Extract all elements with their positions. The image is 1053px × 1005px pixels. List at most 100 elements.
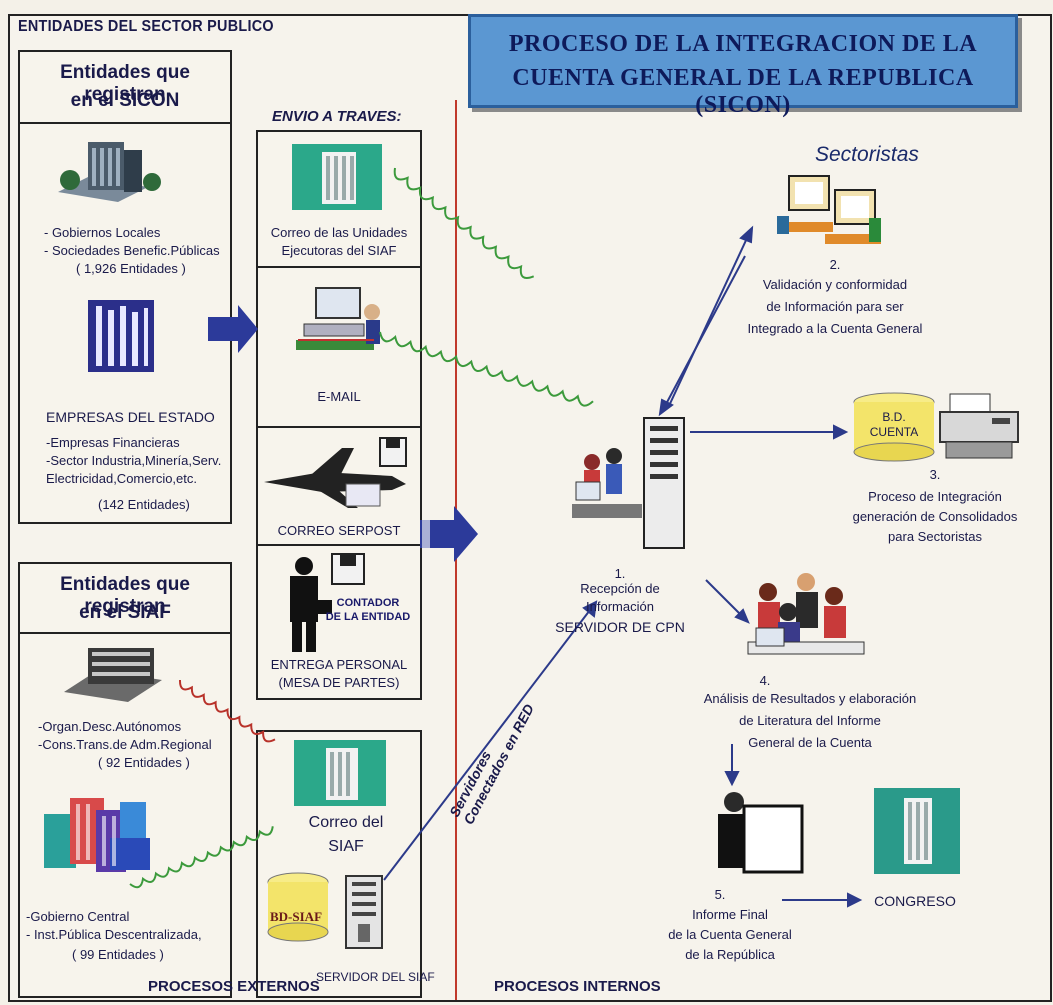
congreso-label: CONGRESO <box>874 893 956 909</box>
correo-siaf-label-line1: Correo del <box>308 814 384 831</box>
siaf-group1-line1: -Organ.Desc.Autónomos <box>38 719 182 734</box>
siaf-group2-count: ( 99 Entidades ) <box>72 947 164 962</box>
airplane-and-diskette-icon <box>264 437 407 508</box>
contador-label-line2: DE LA ENTIDAD <box>325 611 411 623</box>
step3-line1: Proceso de Integración <box>868 489 1002 504</box>
step2-line2: de Información para ser <box>766 299 904 314</box>
email-computer-icon <box>296 287 380 350</box>
bd-cuenta-database-icon <box>853 392 935 462</box>
autonomous-org-building-icon <box>64 648 162 702</box>
correo-unidades-label-line2: Ejecutoras del SIAF <box>281 243 397 258</box>
arrow-to-step2 <box>667 235 749 409</box>
state-company-building-icon <box>88 300 154 372</box>
step5-line3: de la República <box>685 947 775 962</box>
sicon-group1-line1: - Gobiernos Locales <box>44 225 161 240</box>
siaf-group1-count: ( 92 Entidades ) <box>98 755 190 770</box>
entrega-label-line2: (MESA DE PARTES) <box>278 675 400 690</box>
step2-line1: Validación y conformidad <box>762 277 908 292</box>
arrowhead-congreso <box>847 892 863 908</box>
network-link-line <box>383 609 591 881</box>
bd-siaf-label: BD-SIAF <box>270 909 323 924</box>
envio-label: ENVIO A TRAVES: <box>272 108 402 125</box>
sicon-group2-title: EMPRESAS DEL ESTADO <box>46 409 215 425</box>
diskette-icon <box>331 553 365 585</box>
office-building-icon <box>292 144 382 210</box>
step3-line2: generación de Consolidados <box>852 509 1018 524</box>
arrowhead-step2 <box>739 225 754 244</box>
servidor-siaf-label: SERVIDOR DEL SIAF <box>316 970 435 984</box>
channel-siaf: Correo del SIAF BD-SIAF SERVIDOR DEL SIA… <box>256 730 435 998</box>
step5-line2: de la Cuenta General <box>668 927 792 942</box>
correo-unidades-label-line1: Correo de las Unidades <box>270 225 408 240</box>
right-arrow-icon-large <box>420 506 478 562</box>
step3-number: 3. <box>929 467 941 482</box>
arrowhead-step4 <box>734 608 750 624</box>
bd-siaf-database-icon <box>267 872 329 942</box>
step1-number: 1. <box>614 566 626 581</box>
siaf-group2-line2: - Inst.Pública Descentralizada, <box>26 927 202 942</box>
step2-line3: Integrado a la Cuenta General <box>747 321 923 336</box>
sectoristas-computers-icon <box>777 175 881 244</box>
sicon-box-title-line2: en el SICON <box>70 90 180 111</box>
sicon-group1-line2: - Sociedades Benefic.Públicas <box>44 243 220 258</box>
sector-title: ENTIDADES DEL SECTOR PUBLICO <box>18 18 274 35</box>
arrow-from-step2 <box>664 255 746 407</box>
step3-line3: para Sectoristas <box>888 529 982 544</box>
siaf-server-icon <box>345 875 383 949</box>
step4-number: 4. <box>759 673 771 688</box>
channel-email: E-MAIL <box>256 266 422 430</box>
municipal-building-icon <box>58 142 161 202</box>
title-banner: PROCESO DE LA INTEGRACION DE LA CUENTA G… <box>468 14 1018 118</box>
siaf-box-title-line2: en el SIAF <box>79 602 171 623</box>
central-government-buildings-icon <box>44 798 150 872</box>
channel-correo-unidades: Correo de las Unidades Ejecutoras del SI… <box>256 130 422 270</box>
footer-external-processes: PROCESOS EXTERNOS <box>148 978 320 995</box>
sicon-box-title-line1: Entidades que registran <box>60 62 190 105</box>
congress-building-icon <box>874 788 960 874</box>
sicon-entities-box: Entidades que registran en el SICON - Go… <box>18 50 232 524</box>
sectoristas-label: Sectoristas <box>815 143 919 166</box>
arrowhead-step5 <box>724 771 740 787</box>
siaf-group1-line2: -Cons.Trans.de Adm.Regional <box>38 737 212 752</box>
wave-siaf-green <box>129 826 274 889</box>
sicon-group2-line2: -Sector Industria,Minería,Serv. <box>46 453 222 468</box>
step4-line1: Análisis de Resultados y elaboración <box>703 691 917 706</box>
serpost-label: CORREO SERPOST <box>277 523 401 538</box>
arrow-to-step4 <box>705 579 743 617</box>
arrowhead-cpn <box>658 398 674 417</box>
bd-cuenta-label-line2: CUENTA <box>869 425 919 439</box>
siaf-office-building-icon <box>294 740 386 806</box>
sicon-group1-count: ( 1,926 Entidades ) <box>76 261 186 276</box>
wave-correo-ue <box>393 167 535 280</box>
correo-siaf-label-line2: SIAF <box>328 838 364 855</box>
courier-person-icon <box>290 557 332 652</box>
analysis-team-icon <box>747 573 865 655</box>
step1-line3: SERVIDOR DE CPN <box>555 619 685 635</box>
step5-number: 5. <box>714 887 726 902</box>
footer-internal-processes: PROCESOS INTERNOS <box>494 978 661 995</box>
siaf-group2-line1: -Gobierno Central <box>26 909 130 924</box>
presenter-with-report-icon <box>718 792 804 874</box>
email-label: E-MAIL <box>317 389 361 404</box>
sicon-group2-line3: Electricidad,Comercio,etc. <box>46 471 197 486</box>
entrega-label-line1: ENTREGA PERSONAL <box>270 657 408 672</box>
banner-title-line2: CUENTA GENERAL DE LA REPUBLICA (SICON) <box>512 65 974 118</box>
sicon-box-separator <box>20 122 230 124</box>
arrowhead-step3 <box>833 424 849 440</box>
step1-line1: Recepción de <box>580 581 660 596</box>
siaf-box-title-line1: Entidades que registran <box>60 574 190 617</box>
printer-icon <box>939 393 1019 459</box>
sicon-group2-count: (142 Entidades) <box>98 497 190 512</box>
step1-line2: Información <box>586 599 654 614</box>
channel-entrega-personal: CONTADOR DE LA ENTIDAD ENTREGA PERSONAL … <box>256 544 422 700</box>
wave-siaf-red <box>178 679 276 743</box>
right-arrow-icon <box>208 305 258 353</box>
siaf-box-separator <box>20 632 230 634</box>
step4-line2: de Literatura del Informe <box>739 713 881 728</box>
banner-title-line1: PROCESO DE LA INTEGRACION DE LA <box>508 31 978 57</box>
step2-number: 2. <box>829 257 841 272</box>
wave-email <box>379 331 594 407</box>
siaf-entities-box: Entidades que registran en el SIAF -Orga… <box>18 562 232 998</box>
step4-line3: General de la Cuenta <box>748 735 872 750</box>
